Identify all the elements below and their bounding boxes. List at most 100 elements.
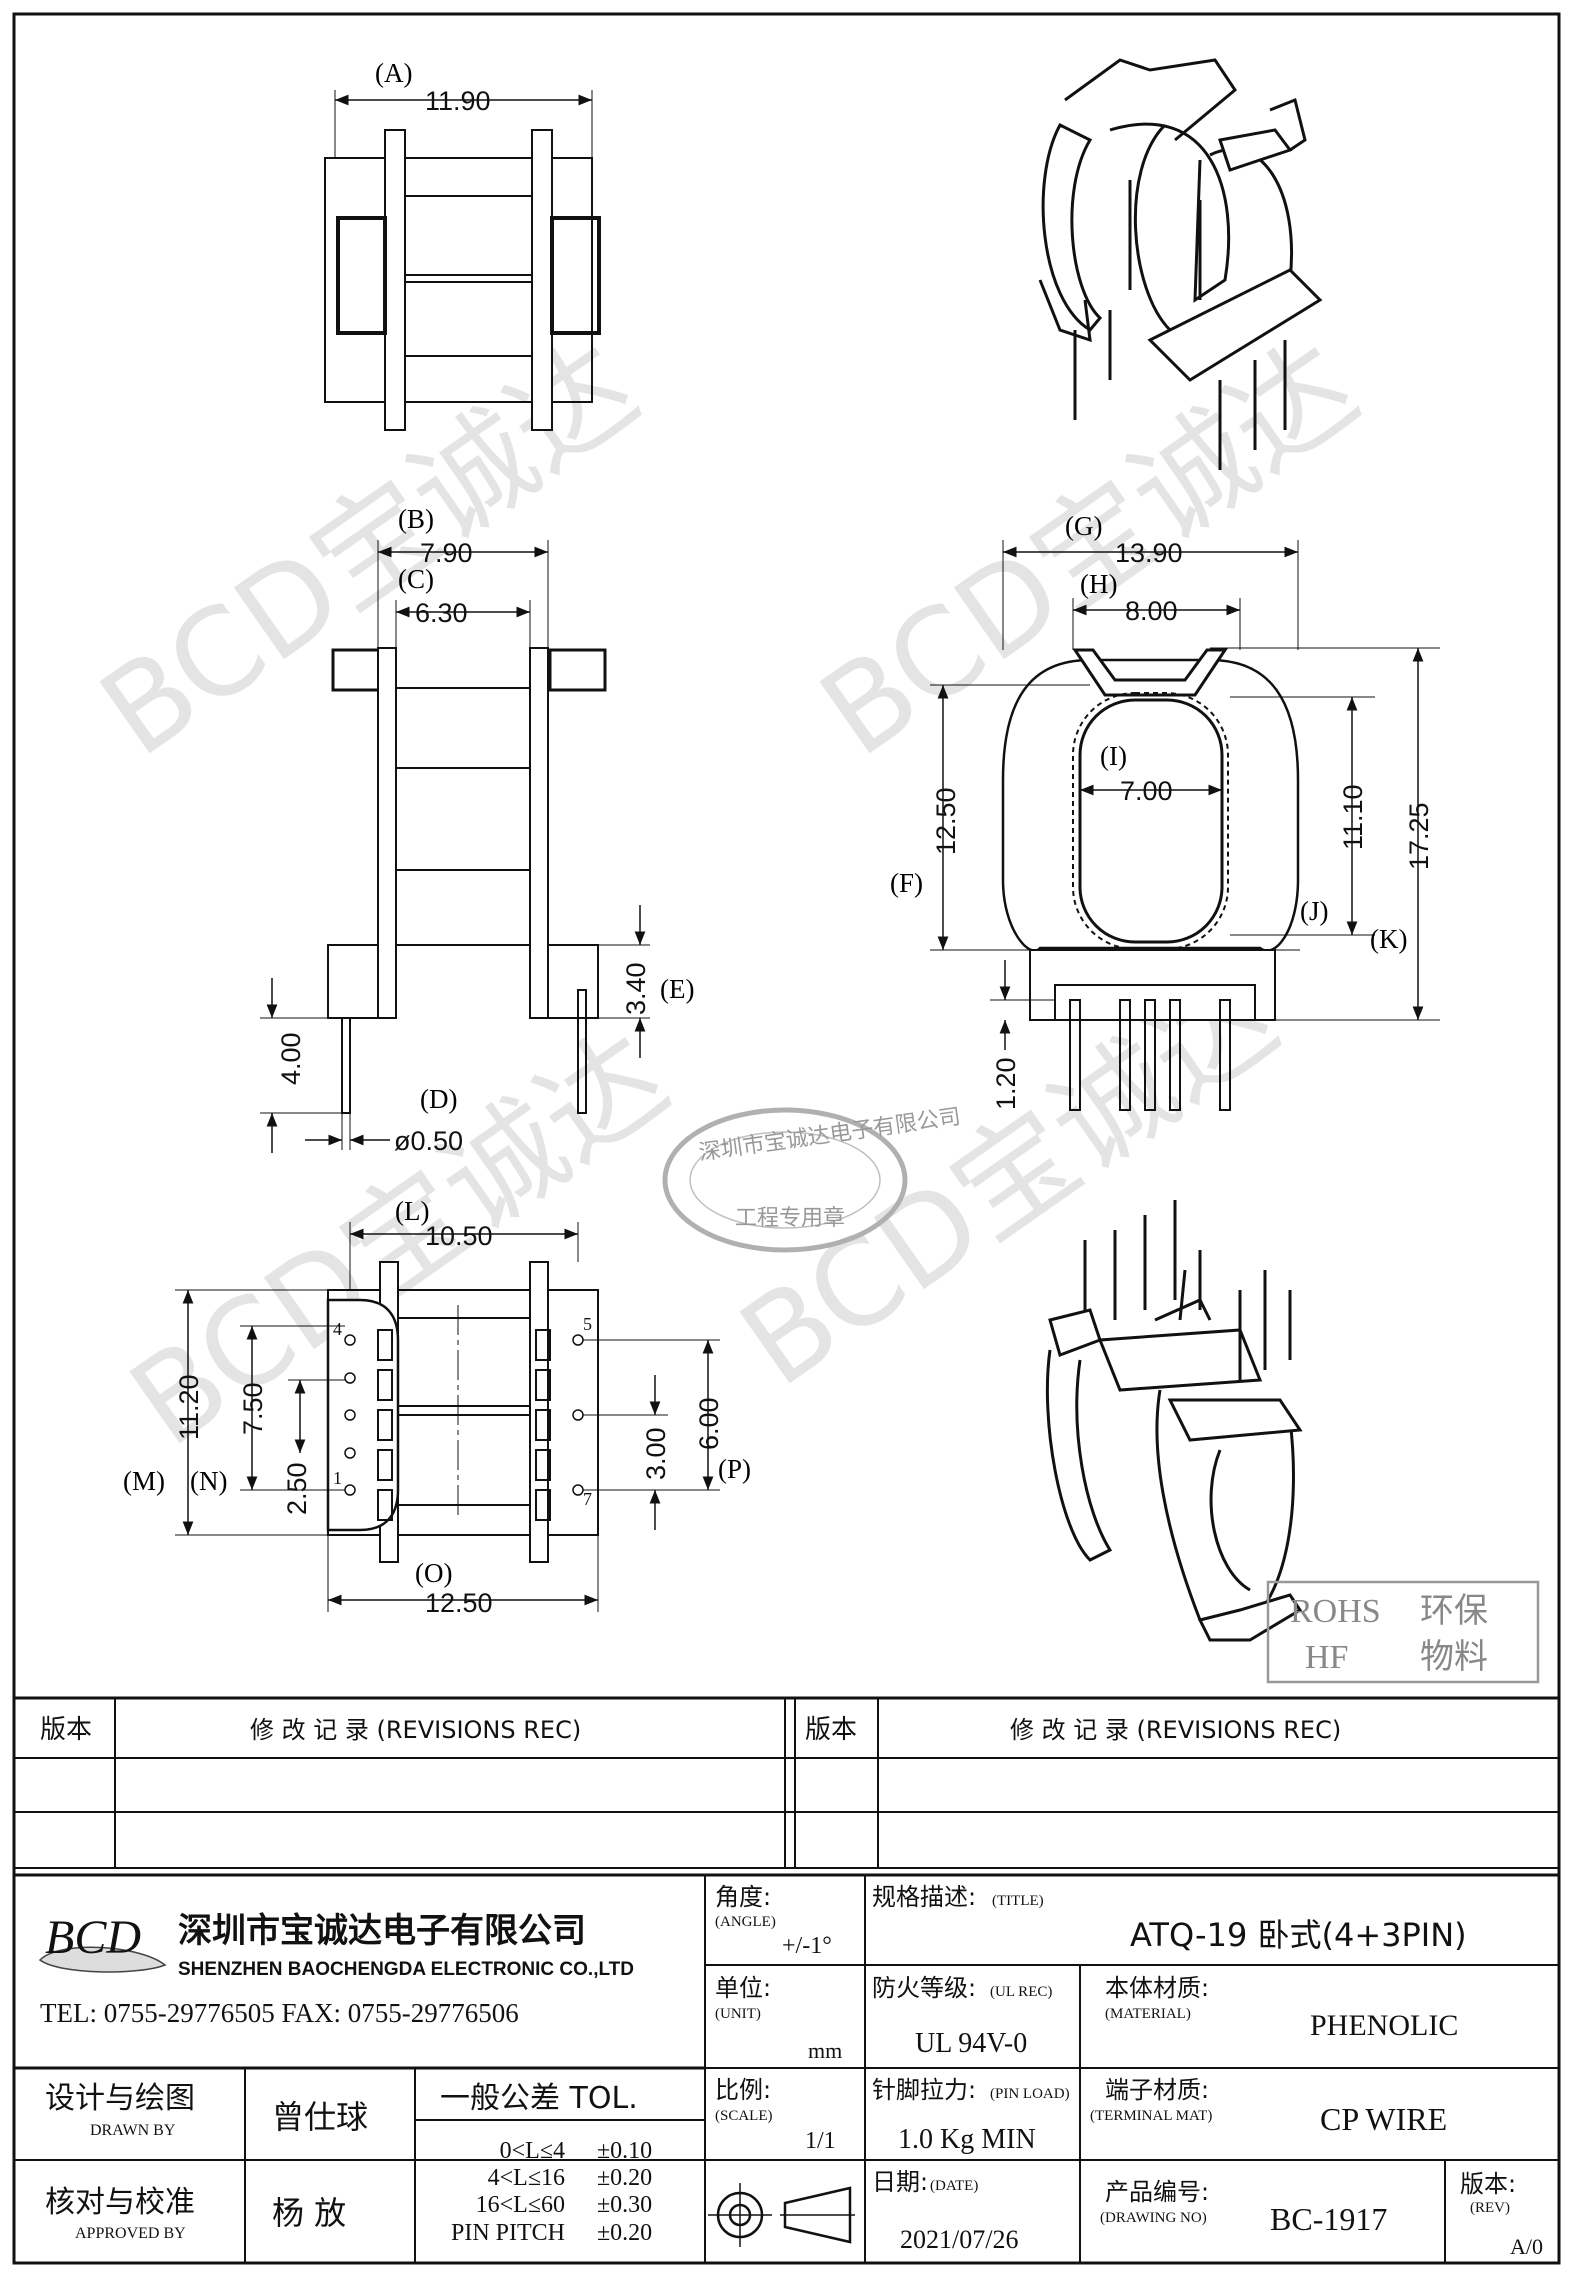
dim-label-d: (D) [420,1084,457,1114]
terminal-sub: (TERMINAL MAT) [1090,2108,1212,2124]
pinload-value: 1.0 Kg MIN [898,2124,1036,2155]
tolerance-range: 0<L≤4 [500,2138,565,2164]
date-label: 日期: [872,2168,928,2196]
angle-label: 角度: [715,1883,771,1911]
terminal-value: CP WIRE [1320,2101,1447,2137]
company-name-cn: 深圳市宝诚达电子有限公司 [178,1911,586,1951]
dim-value-p2: 3.00 [641,1427,671,1480]
rev-rec-header-left: 修 改 记 录 (REVISIONS REC) [250,1716,581,1744]
dim-label-o: (O) [415,1558,452,1588]
ul-label: 防火等级: [872,1974,976,2002]
dim-value-d: ø0.50 [394,1126,463,1156]
rohs-hf-mark: ROHS 环保 HF 物料 [1266,1580,1540,1684]
approved-by-sub: APPROVED BY [75,2225,186,2242]
scale-label: 比例: [715,2076,771,2104]
pin-number-7: 7 [583,1489,592,1509]
dim-label-k: (K) [1370,924,1407,954]
terminal-label: 端子材质: [1105,2076,1209,2104]
dim-value-n: 7.50 [238,1382,268,1435]
dim-value-side-pin: 4.00 [276,1032,306,1085]
projection-symbol-icon [708,2183,855,2247]
drawn-by-sub: DRAWN BY [90,2122,176,2139]
tolerance-table: 0<L≤4 ±0.10 4<L≤16 ±0.20 16<L≤60 ±0.30 P… [451,2138,652,2246]
rev-ver-header-left: 版本 [40,1715,92,1745]
dim-label-j: (J) [1300,896,1329,926]
watermark: BCD宝诚达 BCD宝诚达 BCD宝诚达 BCD宝诚达 [77,316,1382,1473]
rev-ver-header-right: 版本 [805,1715,857,1745]
title-block-grid [14,1875,1559,2263]
dim-value-m: 11.20 [174,1374,204,1440]
scale-sub: (SCALE) [715,2108,773,2124]
dim-value-e: 3.40 [621,962,651,1015]
svg-text:物料: 物料 [1420,1637,1488,1677]
title-sub: (TITLE) [992,1893,1044,1909]
dim-label-b: (B) [398,504,434,534]
date-value: 2021/07/26 [900,2225,1018,2254]
sheet-border [12,12,1561,2265]
top-view [324,90,601,431]
svg-text:ROHS: ROHS [1290,1593,1381,1630]
dim-label-p: (P) [718,1454,751,1484]
company-contact: TEL: 0755-29776505 FAX: 0755-29776506 [40,1998,519,2028]
dim-label-e: (E) [660,974,694,1004]
side-view [260,540,650,1153]
ul-value: UL 94V-0 [915,2028,1027,2059]
material-label: 本体材质: [1105,1974,1209,2002]
rev-label: 版本: [1460,2170,1516,2198]
dim-label-i: (I) [1100,741,1127,771]
dim-value-p: 6.00 [694,1397,724,1450]
drawn-by-label: 设计与绘图 [45,2081,195,2116]
dim-value-a: 11.90 [425,86,491,116]
dim-value-i: 7.00 [1120,776,1173,806]
dim-value-o: 12.50 [425,1588,493,1618]
svg-text:HF: HF [1305,1639,1348,1676]
approved-by-label: 核对与校准 [45,2185,195,2220]
svg-text:环保: 环保 [1420,1591,1488,1631]
dim-label-l: (L) [395,1196,429,1226]
svg-text:BCD: BCD [45,1911,141,1964]
title-value: ATQ-19 卧式(4+3PIN) [1130,1916,1467,1954]
ul-sub: (UL REC) [990,1984,1052,2000]
unit-label: 单位: [715,1974,771,2002]
rev-rec-header-right: 修 改 记 录 (REVISIONS REC) [1010,1716,1341,1744]
drawn-by-value: 曾仕球 [272,2098,368,2136]
dim-value-n2: 2.50 [282,1462,312,1515]
tolerance-value: ±0.20 [597,2220,652,2246]
pin-number-1: 1 [333,1468,342,1488]
dim-value-front-pin: 1.20 [991,1057,1021,1110]
rev-value: A/0 [1510,2234,1543,2259]
dim-value-b: 7.90 [420,538,473,568]
company-logo: BCD [38,1911,167,1973]
bottom-view [175,1222,720,1612]
dim-label-c: (C) [398,564,434,594]
isometric-view-bottom [1045,1200,1303,1642]
dim-value-g: 13.90 [1115,538,1183,568]
material-value: PHENOLIC [1310,2009,1458,2042]
drawing-no-value: BC-1917 [1270,2201,1387,2237]
angle-sub: (ANGLE) [715,1914,776,1930]
dim-value-c: 6.30 [415,598,468,628]
unit-value: mm [808,2038,842,2063]
tolerance-range: 16<L≤60 [476,2192,565,2218]
dim-label-a: (A) [375,58,412,88]
tolerance-range: 4<L≤16 [488,2165,565,2191]
svg-text:工程专用章: 工程专用章 [735,1206,845,1231]
company-name-en: SHENZHEN BAOCHENGDA ELECTRONIC CO.,LTD [178,1959,634,1980]
dim-value-j: 11.10 [1338,784,1368,850]
isometric-view-top [1038,58,1323,470]
dim-value-k: 17.25 [1404,802,1434,870]
tolerance-title: 一般公差 TOL. [440,2081,638,2116]
dim-label-g: (G) [1065,511,1102,541]
approved-by-value: 杨 放 [272,2194,346,2232]
revisions-table [14,1696,1559,1877]
scale-value: 1/1 [805,2128,836,2154]
dim-value-f: 12.50 [931,787,961,855]
pin-number-5: 5 [583,1314,592,1334]
drawing-no-sub: (DRAWING NO) [1100,2210,1207,2226]
tolerance-value: ±0.10 [597,2138,652,2164]
dim-value-h: 8.00 [1125,596,1178,626]
pin-number-4: 4 [333,1319,342,1339]
dim-label-n: (N) [190,1466,227,1496]
dim-label-h: (H) [1080,569,1117,599]
